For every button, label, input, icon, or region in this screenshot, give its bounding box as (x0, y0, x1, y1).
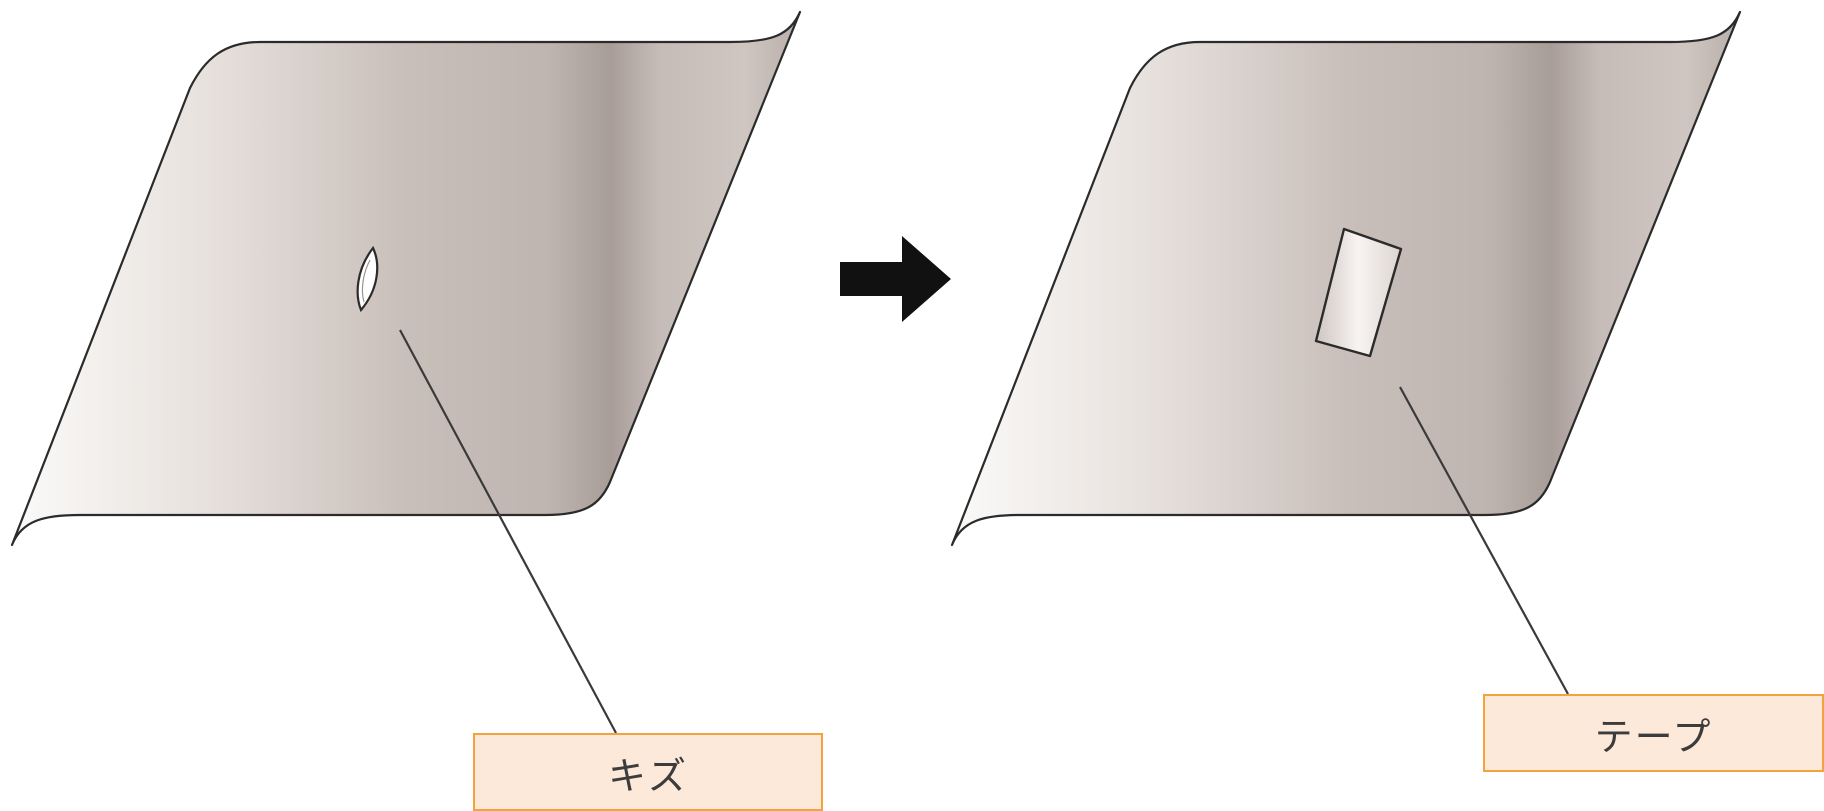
tape-patch (1314, 227, 1403, 358)
label-scratch: キズ (473, 733, 823, 811)
leader-line-scratch (399, 329, 617, 734)
scratch-highlight (361, 259, 371, 303)
leader-line-tape (1399, 386, 1569, 695)
sheet-left (10, 10, 802, 734)
label-tape: テープ (1483, 694, 1824, 772)
sheet-right (950, 10, 1742, 695)
sheet-left-surface (10, 10, 802, 547)
right-arrow-icon (840, 236, 951, 322)
